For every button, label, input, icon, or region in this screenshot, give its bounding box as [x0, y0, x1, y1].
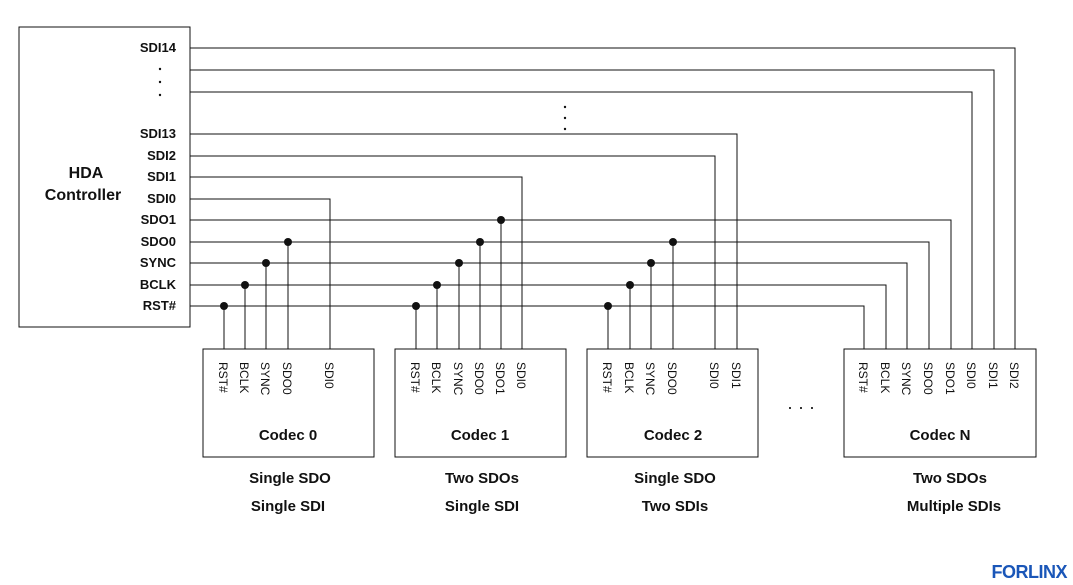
- codec1-name: Codec 1: [451, 427, 509, 444]
- codec1-caption1: Two SDOs: [445, 470, 519, 487]
- codec0-caption2: Single SDI: [251, 498, 325, 515]
- codec1-pin: RST#: [408, 362, 422, 393]
- codec0-pin: SDO0: [280, 362, 294, 395]
- wire-sdo1: [190, 219, 952, 349]
- pin-label-bclk: BCLK: [140, 277, 177, 292]
- codec2-pin: RST#: [600, 362, 614, 393]
- wire-bclk: [190, 284, 887, 349]
- codec0-pin: RST#: [216, 362, 230, 393]
- codecN-pin: SDO0: [921, 362, 935, 395]
- wire-sync: [190, 262, 908, 349]
- wire-sdi-n1: [190, 69, 995, 349]
- codec0-caption1: Single SDO: [249, 470, 331, 487]
- codec2-pin: BCLK: [622, 362, 636, 393]
- pin-label-sdi14: SDI14: [140, 40, 177, 55]
- controller-title-line2: Controller: [45, 187, 121, 204]
- codec2-drops: [604, 238, 677, 349]
- pin-label-rst: RST#: [143, 298, 177, 313]
- wire-sdi13: [190, 133, 738, 349]
- middle-ellipsis-dots: [563, 105, 567, 131]
- pin-label-sdo1: SDO1: [141, 212, 176, 227]
- codecN-name: Codec N: [910, 427, 971, 444]
- codec1-pin: BCLK: [429, 362, 443, 393]
- codec-ellipsis: · · ·: [787, 397, 815, 417]
- codec2-box: [586, 348, 759, 458]
- codec2-caption1: Single SDO: [634, 470, 716, 487]
- codec1-caption2: Single SDI: [445, 498, 519, 515]
- codecN-pin: SYNC: [899, 362, 913, 396]
- wire-sdi2: [190, 155, 716, 349]
- codec1-box: [394, 348, 567, 458]
- codecN-caption1: Two SDOs: [913, 470, 987, 487]
- wire-sdo0: [190, 241, 930, 349]
- codec0-drops: [220, 238, 292, 349]
- codecN-pin: RST#: [856, 362, 870, 393]
- codec0-name: Codec 0: [259, 427, 317, 444]
- codecN-box: [843, 348, 1037, 458]
- codec1-drops: [412, 216, 505, 349]
- codec2-pin: SDO0: [665, 362, 679, 395]
- controller-ellipsis-dots: [158, 67, 162, 97]
- codec2-pin: SDI1: [729, 362, 743, 389]
- codecN-pin: SDI1: [986, 362, 1000, 389]
- hda-controller-box: [18, 26, 191, 328]
- codec1-pin: SDI0: [514, 362, 528, 389]
- codec1-pin: SYNC: [451, 362, 465, 396]
- wire-rst: [190, 305, 865, 349]
- brand-logo: FORLINX: [991, 562, 1068, 582]
- codecN-pin: SDI2: [1007, 362, 1021, 389]
- codec2-pin: SDI0: [707, 362, 721, 389]
- codecN-caption2: Multiple SDIs: [907, 498, 1001, 515]
- pin-label-sdi13: SDI13: [140, 126, 176, 141]
- codec2-caption2: Two SDIs: [642, 498, 708, 515]
- codecN-pin: BCLK: [878, 362, 892, 393]
- codecN-pin: SDI0: [964, 362, 978, 389]
- codec0-pin: SYNC: [258, 362, 272, 396]
- bus-wires: [190, 47, 1016, 349]
- codec0-pin: BCLK: [237, 362, 251, 393]
- codec0-pin: SDI0: [322, 362, 336, 389]
- codec1-pin: SDO1: [493, 362, 507, 395]
- codec2-name: Codec 2: [644, 427, 702, 444]
- codec2-pin: SYNC: [643, 362, 657, 396]
- pin-label-sdi1: SDI1: [147, 169, 176, 184]
- codec1-pin: SDO0: [472, 362, 486, 395]
- wire-sdi0: [190, 198, 331, 349]
- codecN-pin: SDO1: [943, 362, 957, 395]
- wire-sdi1: [190, 176, 523, 349]
- wire-sdi-n2: [190, 91, 973, 349]
- pin-label-sdi0: SDI0: [147, 191, 176, 206]
- pin-label-sync: SYNC: [140, 255, 177, 270]
- pin-label-sdo0: SDO0: [141, 234, 176, 249]
- pin-label-sdi2: SDI2: [147, 148, 176, 163]
- wire-sdi14: [190, 47, 1016, 349]
- controller-title-line1: HDA: [69, 165, 104, 182]
- codec0-box: [202, 348, 375, 458]
